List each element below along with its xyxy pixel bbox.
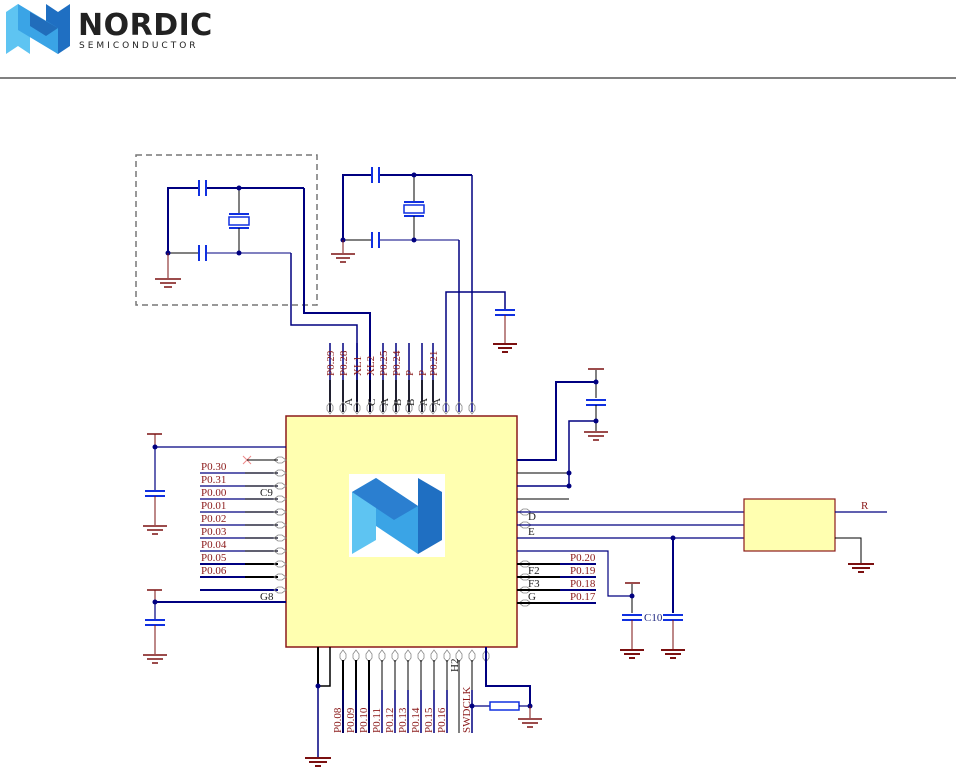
bottom-net-label: P0.14 (410, 707, 422, 733)
left-net-label: P0.30 (201, 461, 227, 473)
bottom-net-label: P0.15 (423, 707, 435, 733)
right-net-label: P0.18 (570, 578, 596, 590)
left-pin-group: P0.30P0.31P0.00P0.01P0.02P0.03P0.04P0.05… (200, 457, 286, 603)
ground-bottom-left (305, 647, 331, 766)
top-pin-letter: B (405, 399, 417, 406)
top-pin-letter: B (392, 399, 404, 406)
top-pin-letter: A (431, 398, 443, 406)
left-net-label: P0.01 (201, 500, 226, 512)
top-net-label: XL2 (365, 356, 377, 376)
top-pin-letter: A (379, 398, 391, 406)
no-connect-marker-icon (243, 456, 278, 464)
left-net-label: P0.05 (201, 552, 227, 564)
left-net-label: P0.03 (201, 526, 227, 538)
decoupling-cap-top-right (517, 369, 608, 499)
top-pin-letter: A (418, 398, 430, 406)
bottom-net-label: SWDCLK (461, 687, 473, 734)
cap-c10-label: C10 (644, 612, 663, 624)
left-net-label: P0.00 (201, 487, 227, 499)
bottom-net-label: P0.13 (397, 707, 409, 733)
right-net-label: P0.19 (570, 565, 596, 577)
right-pin-letter: F2 (528, 565, 540, 577)
chip-logo-icon (349, 474, 445, 557)
top-pin-letter: C (366, 399, 378, 406)
right-pin-letter: D (528, 511, 536, 523)
antenna-net-label: R (861, 500, 869, 512)
left-pin-label: C9 (260, 487, 273, 499)
bottom-pin-label: H2 (449, 659, 461, 672)
bottom-net-label: P0.08 (332, 707, 344, 733)
left-net-label: P0.02 (201, 513, 226, 525)
bottom-net-label: P0.16 (436, 707, 448, 733)
right-pin-letter: E (528, 526, 535, 538)
top-net-label: P0.21 (428, 351, 440, 376)
right-net-label: P0.20 (570, 552, 596, 564)
bottom-net-label: P0.12 (384, 708, 396, 733)
bottom-net-label: P0.10 (358, 707, 370, 733)
brand-subtitle: SEMICONDUCTOR (79, 41, 199, 51)
right-pin-letter: F3 (528, 578, 540, 590)
top-pin-letter: A (343, 398, 355, 406)
bottom-net-label: P0.11 (371, 708, 383, 733)
right-net-label: P0.17 (570, 591, 596, 603)
nordic-n-logo-icon (6, 4, 70, 54)
left-net-label: P0.31 (201, 474, 226, 486)
top-net-label: P0.24 (391, 350, 403, 376)
swd-pull-resistor (470, 647, 543, 727)
right-pin-letter: G (528, 591, 536, 603)
top-net-label: P0.29 (325, 350, 337, 376)
left-net-label: P0.06 (201, 565, 227, 577)
brand-name: NORDIC (78, 8, 213, 43)
bottom-net-label: P0.09 (345, 707, 357, 733)
top-net-label: P (404, 370, 416, 376)
top-net-label: XL1 (352, 356, 364, 376)
left-net-label: P0.04 (201, 539, 227, 551)
top-net-label: P0.28 (338, 350, 350, 376)
top-net-label: P0.25 (378, 350, 390, 376)
